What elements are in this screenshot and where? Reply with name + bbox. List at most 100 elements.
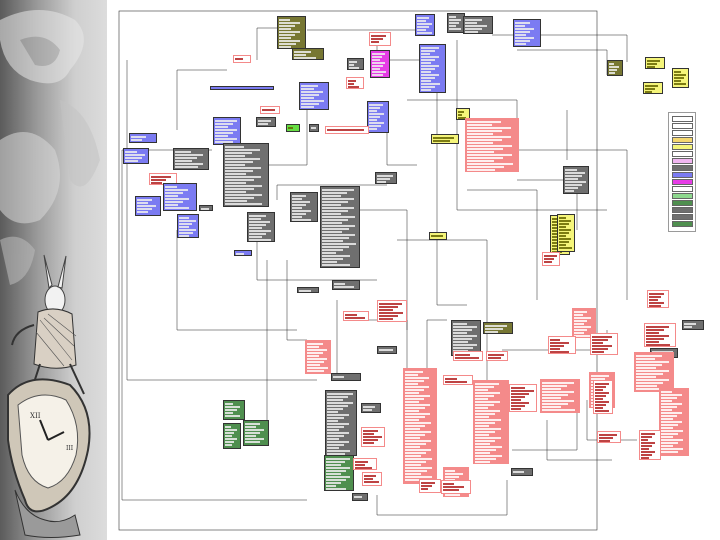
yellow-class-box [429, 232, 447, 240]
salmon-class-box [473, 380, 509, 464]
gray-class-box [309, 124, 319, 132]
yellow-class-box [456, 108, 470, 120]
gray-class-box [199, 205, 213, 211]
green-class-box [223, 423, 241, 449]
connector-line [467, 189, 538, 300]
connector-line [517, 49, 608, 75]
blue-class-box [213, 117, 241, 145]
yellow-class-box [645, 57, 665, 69]
connector-line [386, 110, 417, 166]
legend-swatch [672, 186, 693, 192]
gray-class-box [256, 117, 276, 127]
gray-class-box [320, 186, 360, 268]
lime-class-box [286, 124, 300, 132]
blue-class-box [163, 183, 197, 211]
salmon-class-box [540, 379, 580, 413]
rabbit-illustration-icon [11, 254, 85, 396]
blue-class-box [299, 82, 329, 110]
svg-text:III: III [66, 445, 74, 452]
diagram-legend [668, 112, 696, 232]
legend-swatch [672, 214, 693, 220]
salmon-class-box [486, 351, 508, 361]
gray-class-box [331, 373, 361, 381]
blue-class-box [415, 14, 435, 36]
connector-line [512, 410, 578, 451]
connector-line [519, 149, 628, 300]
melting-sculpture-icon [0, 10, 100, 285]
green-class-box [243, 420, 269, 446]
legend-swatch [672, 137, 693, 143]
salmon-class-box [305, 340, 331, 374]
salmon-class-box [509, 384, 537, 412]
salmon-class-box [465, 118, 519, 172]
salmon-class-box [659, 388, 689, 456]
salmon-class-box [548, 336, 576, 354]
salmon-class-box [362, 472, 382, 486]
gray-class-box [377, 346, 397, 354]
salmon-class-box [346, 77, 364, 89]
olive-class-box [483, 322, 513, 334]
gray-class-box [247, 212, 275, 242]
salmon-class-box [639, 430, 661, 460]
gray-class-box [511, 468, 533, 476]
blue-class-box [123, 148, 149, 164]
connector-line [376, 480, 508, 516]
salmon-class-box [597, 431, 621, 443]
salmon-class-box [644, 323, 676, 347]
legend-swatch [672, 179, 693, 185]
salmon-class-box [590, 333, 618, 355]
connector-line [176, 69, 227, 130]
legend-swatch [672, 123, 693, 129]
olive-class-box [607, 60, 623, 76]
connector-line [126, 60, 317, 381]
blue-class-box [419, 44, 446, 93]
gray-class-box [290, 192, 318, 222]
legend-swatch [672, 130, 693, 136]
blue-class-box [210, 86, 274, 90]
salmon-class-box [453, 351, 483, 361]
gray-class-box [325, 390, 357, 456]
blue-class-box [177, 214, 199, 238]
yellow-class-box [557, 214, 575, 252]
legend-swatch [672, 165, 693, 171]
legend-swatch [672, 221, 693, 227]
gray-class-box [361, 403, 381, 413]
connector-line [347, 209, 408, 370]
salmon-class-box [647, 290, 669, 308]
connector-line [546, 420, 612, 461]
gray-class-box [223, 143, 269, 207]
gray-class-box [563, 166, 589, 194]
salmon-class-box [542, 252, 560, 266]
salmon-class-box [403, 368, 437, 484]
connector-line [436, 92, 467, 306]
gray-class-box [682, 320, 704, 330]
salmon-class-box [325, 126, 369, 134]
salmon-class-box [369, 32, 391, 46]
svg-text:XII: XII [30, 412, 41, 420]
connector-line [121, 149, 307, 501]
blue-class-box [129, 133, 157, 143]
green-class-box [223, 400, 245, 420]
gray-class-box [375, 172, 397, 184]
olive-class-box [277, 16, 306, 49]
salmon-class-box [343, 311, 369, 321]
green-class-box [324, 455, 354, 491]
gray-class-box [297, 287, 319, 293]
salmon-class-box [419, 479, 441, 493]
legend-swatch [672, 144, 693, 150]
yellow-class-box [672, 68, 689, 88]
connector-line [286, 260, 307, 341]
yellow-class-box [431, 134, 459, 144]
salmon-class-box [233, 55, 251, 63]
legend-swatch [672, 172, 693, 178]
sidebar-artwork: XII III [0, 0, 107, 540]
connector-lines [118, 10, 637, 531]
blue-class-box [234, 250, 252, 256]
salmon-class-box [593, 380, 613, 414]
salmon-class-box [443, 375, 473, 385]
gray-class-box [352, 493, 368, 501]
legend-swatch [672, 151, 693, 157]
salmon-class-box [260, 106, 280, 114]
salmon-class-box [361, 427, 385, 447]
connector-line [456, 40, 607, 211]
